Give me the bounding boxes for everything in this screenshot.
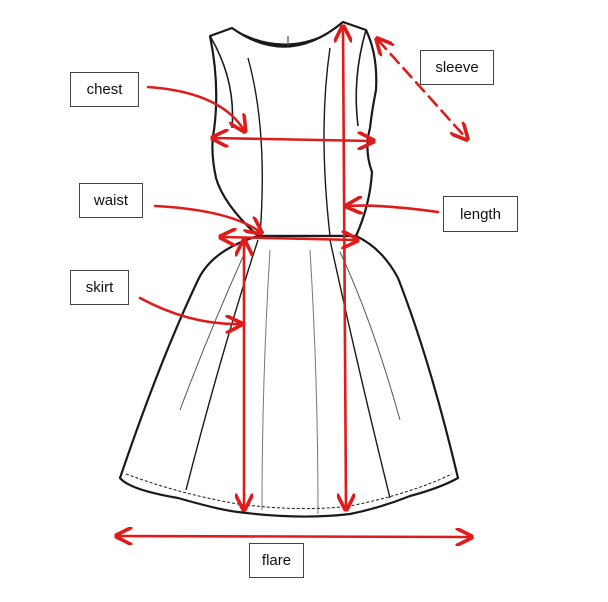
flare-label: flare [249,543,304,578]
length-label: length [443,196,518,232]
length-vertical [343,28,346,508]
waist-label: waist [79,183,143,218]
flare-line [118,536,470,537]
bodice [208,20,378,238]
sleeve-line [378,40,466,138]
chest-label: chest [70,72,139,107]
length-pointer [348,206,440,212]
measurement-lines [118,28,470,537]
skirt-shape [118,234,460,518]
waist-line [222,237,356,240]
skirt-pointer [138,296,240,324]
skirt-label: skirt [70,270,129,305]
chest-pointer [146,85,244,130]
dress-outline [118,20,460,518]
sleeve-label: sleeve [420,50,494,85]
waist-pointer [153,204,260,232]
